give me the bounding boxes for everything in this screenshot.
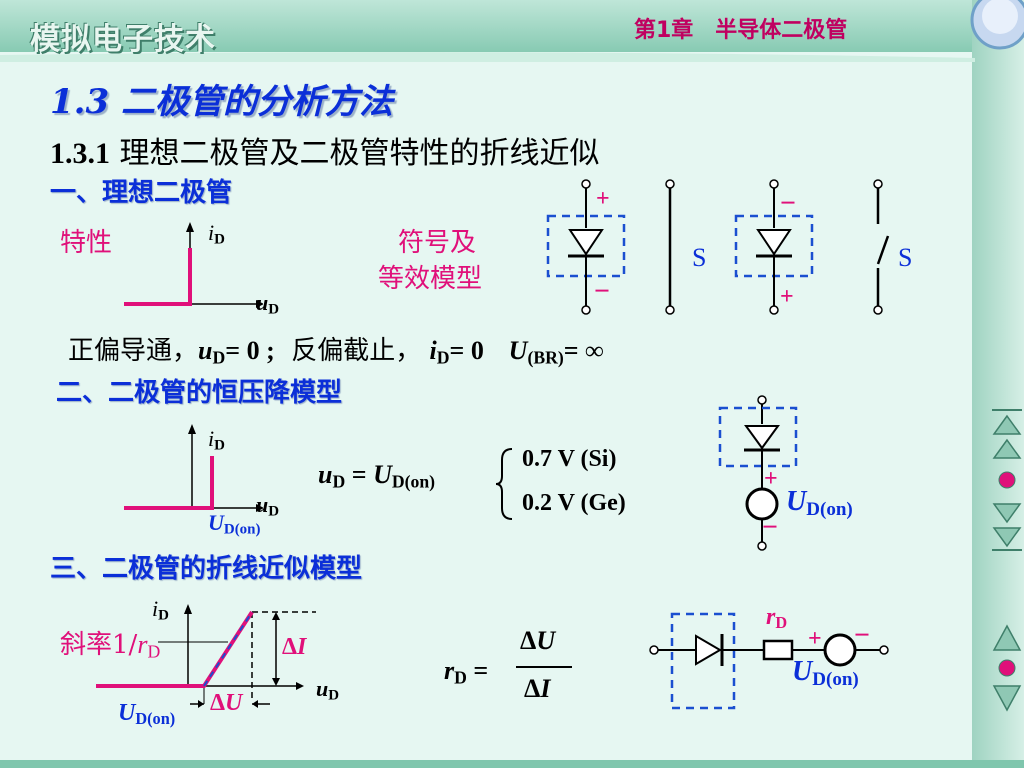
- terminal-icon: [769, 179, 779, 189]
- diode-icon: [744, 425, 780, 450]
- switch-label-S: S: [898, 243, 912, 272]
- terminal-icon: [649, 645, 659, 655]
- minus-sign: −: [780, 188, 796, 219]
- minus-sign: −: [594, 276, 610, 307]
- axis-label-uD-3: uD: [316, 676, 340, 704]
- fraction-bar: [516, 666, 572, 668]
- label-delta-I: ΔI: [282, 634, 307, 660]
- voltage-source-icon: [823, 633, 857, 667]
- source-label-UDon: UD(on): [786, 486, 853, 520]
- terminal-icon: [873, 305, 883, 315]
- source-label-UDon-3: UD(on): [792, 656, 859, 690]
- resistor-label-rD: rD: [766, 604, 788, 633]
- course-title: 模拟电子技术: [30, 22, 216, 57]
- resistor-icon: [762, 639, 794, 661]
- terminal-icon: [757, 395, 767, 405]
- ideal-curve: [124, 248, 192, 306]
- y-axis-arrow-icon: [184, 604, 192, 614]
- plus-sign: +: [808, 626, 822, 652]
- label-symbol-line1: 符号及: [398, 228, 477, 258]
- axis-label-UDon-2: UD(on): [208, 510, 261, 538]
- terminal-icon: [873, 179, 883, 189]
- nav-panel: [992, 409, 1022, 712]
- rD-numerator: ΔU: [520, 626, 556, 655]
- plus-sign: +: [764, 466, 778, 492]
- heading-constant-drop: 二、二极管的恒压降模型: [56, 378, 343, 408]
- y-axis-arrow-icon: [186, 222, 194, 232]
- terminal-icon: [581, 179, 591, 189]
- axis-label-iD-3: iD: [152, 596, 169, 624]
- x-axis-arrow-icon: [256, 300, 263, 308]
- diode-icon: [568, 229, 604, 256]
- nav-first-button[interactable]: [992, 409, 1022, 435]
- ideal-symbol-models: + − S − + S: [546, 179, 912, 315]
- axis-label-uD-1: uD: [256, 290, 280, 318]
- ideal-characteristic-graph: [124, 222, 263, 308]
- dashed-box: [718, 406, 798, 468]
- label-characteristic: 特性: [60, 228, 113, 258]
- plus-sign: +: [596, 186, 610, 212]
- subsection-title: 1.3.1 理想二极管及二极管特性的折线近似: [50, 136, 600, 171]
- piecewise-slope-line: [203, 611, 253, 687]
- voltage-source-icon: [745, 487, 779, 521]
- label-slope: 斜率1/rD: [60, 630, 161, 662]
- value-si: 0.7 V (Si): [522, 446, 617, 472]
- diode-icon: [695, 634, 722, 666]
- nav-dot-button[interactable]: [998, 659, 1016, 677]
- section-title: 1.3 二极管的分析方法: [50, 82, 393, 122]
- label-symbol-line2: 等效模型: [378, 264, 483, 294]
- minus-sign: −: [762, 512, 778, 543]
- terminal-icon: [757, 541, 767, 551]
- x-axis-arrow-icon: [296, 682, 304, 690]
- axis-label-uD-2: uD: [256, 492, 280, 520]
- value-ge: 0.2 V (Ge): [522, 490, 626, 516]
- axis-label-iD-1: iD: [208, 220, 225, 248]
- heading-piecewise: 三、二极管的折线近似模型: [50, 554, 363, 584]
- terminal-icon: [581, 305, 591, 315]
- nav-prev-button[interactable]: [992, 438, 1022, 459]
- diode-icon: [756, 229, 792, 256]
- dashed-box: [670, 612, 736, 710]
- chapter-title: 第1章 半导体二极管: [634, 18, 848, 43]
- label-delta-U: ΔU: [210, 690, 243, 716]
- constant-drop-model: + −: [718, 395, 798, 551]
- terminal-icon: [665, 179, 675, 189]
- terminal-icon: [665, 305, 675, 315]
- rD-formula-lhs: rD =: [444, 656, 489, 688]
- nav-next-button[interactable]: [992, 503, 1022, 524]
- constant-drop-curve: [124, 456, 214, 510]
- nav-last-button[interactable]: [992, 527, 1022, 551]
- open-switch: [876, 235, 890, 265]
- switch-label-S: S: [692, 243, 706, 272]
- piecewise-model: + −: [649, 612, 889, 710]
- nav-home-button[interactable]: [998, 471, 1016, 489]
- heading-ideal-diode: 一、理想二极管: [50, 178, 233, 208]
- nav-up-button[interactable]: [992, 624, 1022, 651]
- rD-denominator: ΔI: [524, 674, 551, 703]
- ideal-conditions: 正偏导通，uD= 0 ; 反偏截止， iD= 0 U(BR)= ∞: [68, 336, 604, 368]
- x-axis-arrow-icon: [256, 504, 263, 512]
- constant-drop-graph: [124, 424, 263, 512]
- y-axis-arrow-icon: [188, 424, 196, 434]
- terminal-icon: [879, 645, 889, 655]
- udon-equation: uD = UD(on): [318, 460, 436, 492]
- nav-down-button[interactable]: [992, 685, 1022, 712]
- plus-sign: +: [780, 284, 794, 310]
- brace-icon: [495, 448, 513, 520]
- terminal-icon: [769, 305, 779, 315]
- axis-label-UDon-3: UD(on): [118, 700, 176, 729]
- minus-sign: −: [854, 620, 870, 651]
- piecewise-graph: [96, 604, 316, 708]
- axis-label-iD-2: iD: [208, 426, 225, 454]
